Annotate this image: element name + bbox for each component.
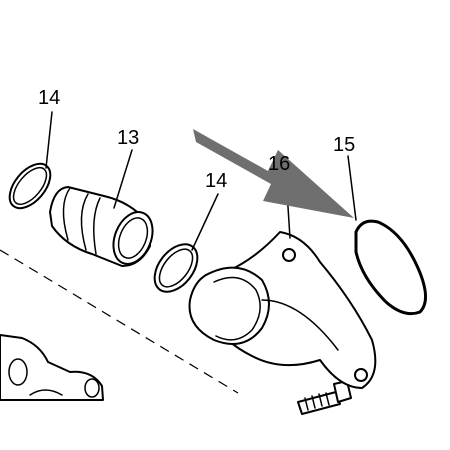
callout-14-mid: 14 [205,170,227,192]
callout-14-left: 14 [38,87,60,109]
callout-15: 15 [333,134,355,156]
oring-left [8,162,52,210]
elbow-part [188,231,377,389]
callout-16: 16 [268,153,290,175]
gasket-part [354,219,427,316]
assembly-axis-line [0,249,239,394]
pointer-arrow-icon [193,129,354,218]
housing-fragment [0,334,104,401]
pipe-part [49,186,154,267]
oring-mid [153,243,199,293]
bolt-fragment [297,380,352,415]
callout-13: 13 [117,127,139,149]
